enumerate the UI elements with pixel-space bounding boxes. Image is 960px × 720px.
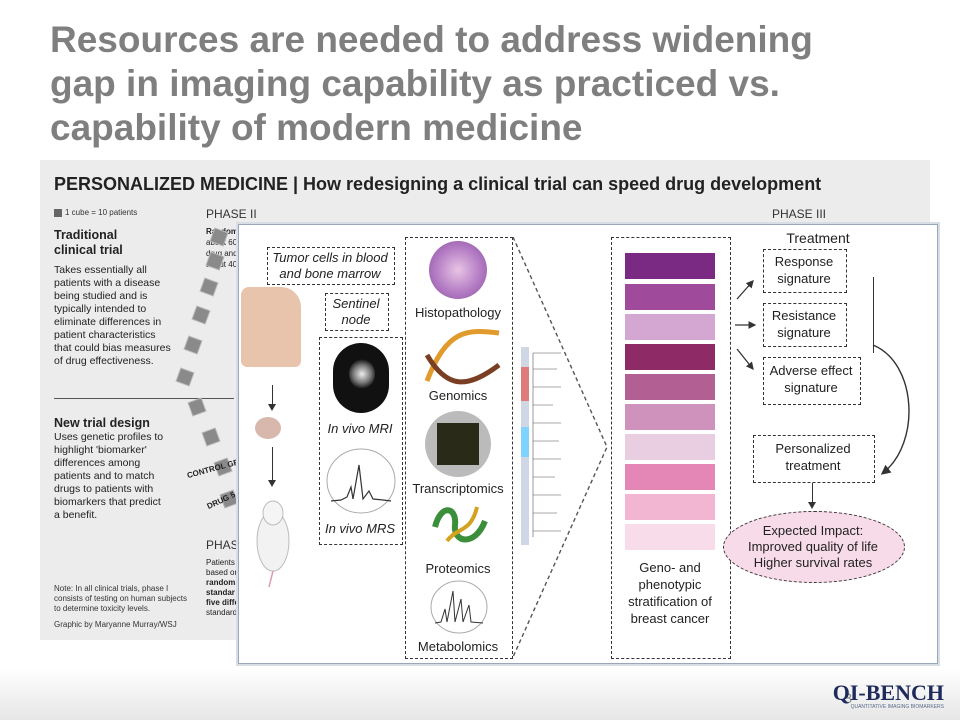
stratification-swatch-9 — [625, 494, 715, 520]
stratification-swatch-3 — [625, 314, 715, 340]
new-trial-block: New trial design Uses genetic profiles t… — [54, 416, 164, 521]
microarray-image — [437, 423, 479, 465]
phase-iii-label: PHASE III — [772, 207, 827, 221]
stratification-swatch-5 — [625, 374, 715, 400]
stratification-swatch-1 — [625, 253, 715, 279]
graphic-header: PERSONALIZED MEDICINE | How redesigning … — [54, 174, 822, 194]
expected-impact-label: Expected Impact: Improved quality of lif… — [747, 523, 879, 570]
signature-bracket-line — [873, 277, 874, 353]
chevron-right-icon — [512, 237, 608, 657]
genomics-label: Genomics — [428, 388, 488, 403]
resistance-signature-box — [763, 303, 847, 347]
tumor-cells-box — [267, 247, 395, 285]
personalized-treatment-label: Personalized treatment — [775, 441, 851, 473]
cube-stack-illustration — [175, 227, 239, 509]
mrs-spectrum-icon — [326, 448, 396, 514]
arrow-down-3 — [808, 483, 816, 509]
response-signature-box — [763, 249, 847, 293]
title-line-2: gap in imaging capability as practiced v… — [50, 63, 780, 104]
arrow-down-1 — [268, 385, 276, 411]
adverse-effect-signature-label: Adverse effect signature — [769, 363, 853, 395]
mouse-image — [256, 500, 290, 588]
page-number: 3 — [844, 690, 852, 706]
treatment-heading: Treatment — [786, 230, 850, 246]
transcriptomics-label: Transcriptomics — [412, 481, 504, 496]
phase-lower-text: Patients based on random standar five di… — [206, 558, 239, 617]
stratification-swatch-4 — [625, 344, 715, 370]
in-vivo-mri-label: In vivo MRI — [327, 421, 393, 436]
personalized-treatment-box — [753, 435, 875, 483]
resistance-signature-label: Resistance signature — [771, 308, 837, 340]
mri-highlight-icon — [349, 359, 375, 389]
stratification-swatch-2 — [625, 284, 715, 310]
cube-icon — [54, 208, 62, 217]
stratification-swatch-7 — [625, 434, 715, 460]
metabolomics-label: Metabolomics — [417, 639, 499, 654]
slide-title: Resources are needed to address widening… — [50, 18, 930, 150]
graphic-legend: 1 cube = 10 patients — [54, 208, 137, 218]
histopathology-image — [429, 241, 487, 299]
sentinel-node-box — [325, 293, 389, 331]
stratification-swatch-8 — [625, 464, 715, 490]
footer-band — [0, 668, 960, 720]
sentinel-node-label: Sentinel node — [332, 296, 380, 327]
tumor-cells-label: Tumor cells in blood and bone marrow — [272, 250, 388, 281]
expected-impact-ellipse — [723, 511, 905, 583]
in-vivo-mrs-label: In vivo MRS — [324, 521, 396, 536]
dna-helix-icon — [424, 329, 501, 385]
response-signature-label: Response signature — [774, 254, 834, 286]
qi-bench-logo-subtitle: QUANTITATIVE IMAGING BIOMARKERS — [850, 704, 944, 710]
proteomics-label: Proteomics — [425, 561, 491, 576]
graphic-credit: Graphic by Maryanne Murray/WSJ — [54, 620, 177, 629]
title-line-3: capability of modern medicine — [50, 107, 583, 148]
metabolomics-spectrum-icon — [430, 580, 488, 634]
curved-arrow-icon — [872, 344, 910, 475]
phase-lower-label: PHASE — [206, 538, 247, 552]
graphic-divider — [54, 398, 234, 399]
histopathology-label: Histopathology — [415, 305, 501, 320]
graphic-note: Note: In all clinical trials, phase I co… — [54, 584, 187, 613]
adverse-effect-signature-box — [763, 357, 861, 405]
qi-bench-logo: QI-BENCH — [832, 680, 944, 705]
stratification-swatch-6 — [625, 404, 715, 430]
stratification-label: Geno- and phenotypic stratification of b… — [628, 560, 712, 626]
dendrogram-heatmap-icon — [521, 347, 561, 545]
title-line-1: Resources are needed to address widening — [50, 19, 813, 60]
traditional-trial-block: Traditional clinical trial Takes essenti… — [54, 228, 171, 367]
arrow-down-2 — [268, 447, 276, 487]
phase-ii-label: PHASE II — [206, 207, 257, 221]
tissue-sample-image — [255, 417, 281, 439]
signature-arrows — [735, 280, 757, 371]
workflow-panel: Tumor cells in blood and bone marrow Sen… — [238, 224, 938, 664]
protein-structure-icon — [432, 506, 488, 543]
patient-torso-image — [241, 287, 301, 367]
stratification-swatch-10 — [625, 524, 715, 550]
